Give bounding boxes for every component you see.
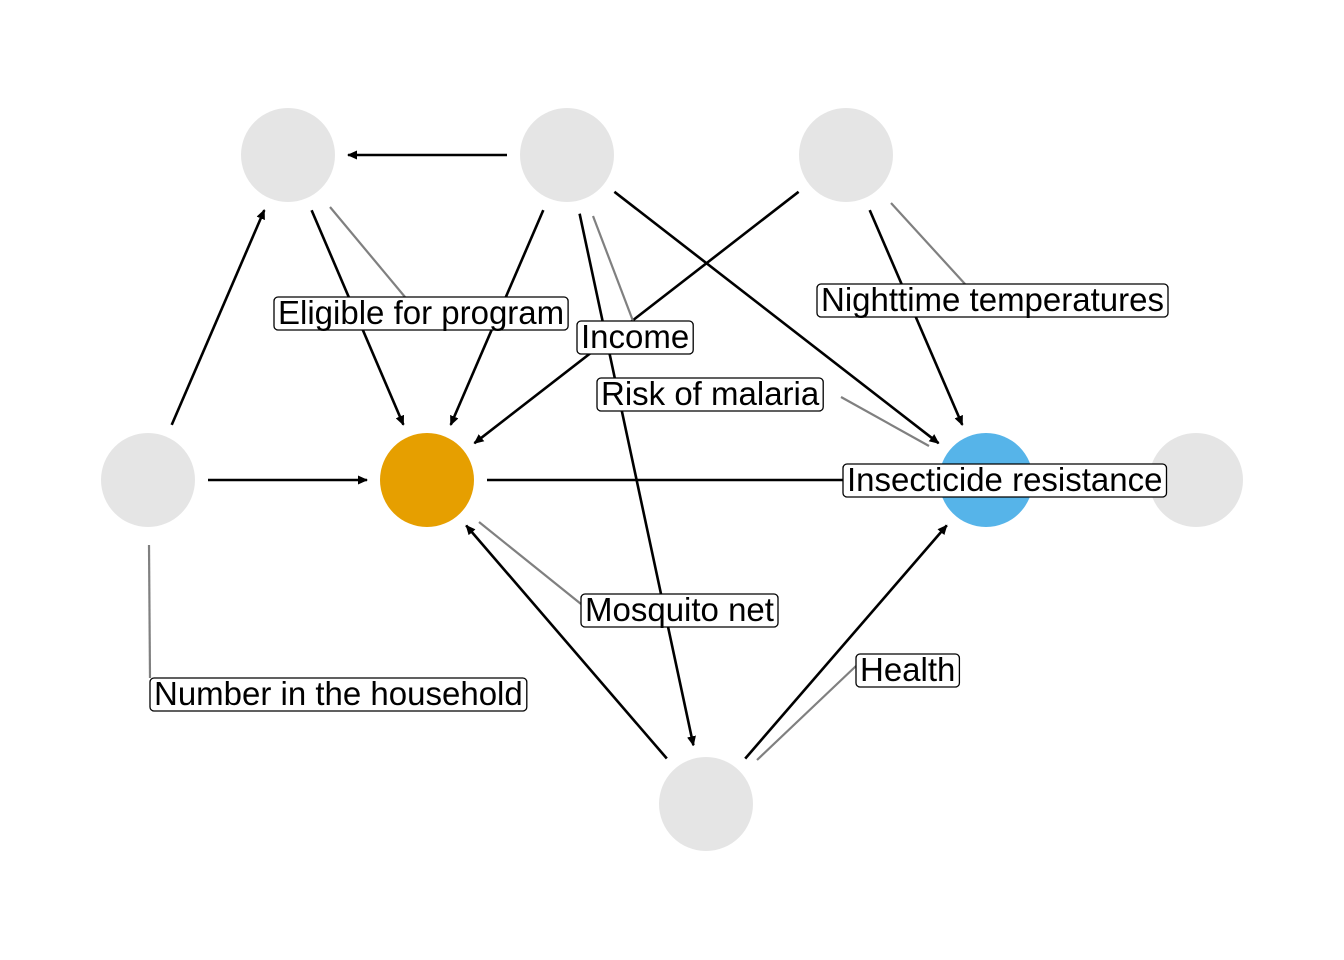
leader-temperature [890, 202, 966, 285]
node-resistance[interactable] [1149, 433, 1243, 527]
leader-malaria [840, 396, 930, 447]
node-net[interactable] [380, 433, 474, 527]
node-eligible[interactable] [241, 108, 335, 202]
edge-health-to-malaria [744, 524, 948, 760]
leader-household [147, 544, 152, 679]
leader-net [478, 521, 582, 605]
leader-income [591, 215, 635, 322]
label-eligible: Eligible for program [273, 294, 569, 331]
label-box-health [855, 653, 961, 688]
nodes-layer [101, 108, 1243, 851]
edge-income-to-malaria [613, 190, 940, 445]
label-income: Income [576, 318, 694, 355]
leader-eligible [329, 206, 406, 298]
label-box-temperature [816, 283, 1169, 318]
label-text-temperature: Nighttime temperatures [821, 281, 1164, 318]
label-text-income: Income [581, 318, 689, 355]
node-health[interactable] [659, 757, 753, 851]
label-malaria: Risk of malaria [596, 375, 824, 412]
label-health: Health [855, 651, 961, 688]
label-box-household [149, 677, 528, 712]
edge-temperature-to-net [473, 190, 800, 445]
edge-health-to-net [465, 524, 668, 760]
label-temperature: Nighttime temperatures [816, 281, 1169, 318]
leaders-layer [147, 202, 966, 761]
node-income[interactable] [520, 108, 614, 202]
leader-health [756, 665, 857, 761]
label-text-household: Number in the household [154, 675, 523, 712]
node-household[interactable] [101, 433, 195, 527]
label-text-malaria: Risk of malaria [601, 375, 820, 412]
node-temperature[interactable] [799, 108, 893, 202]
label-text-health: Health [860, 651, 955, 688]
label-text-resistance: Insecticide resistance [847, 461, 1162, 498]
edge-household-to-eligible [170, 209, 266, 426]
label-resistance: Insecticide resistance [842, 461, 1168, 498]
label-net: Mosquito net [580, 591, 779, 628]
label-household: Number in the household [149, 675, 528, 712]
label-box-net [580, 593, 779, 628]
label-box-income [576, 320, 694, 355]
label-text-eligible: Eligible for program [278, 294, 564, 331]
label-box-malaria [596, 377, 824, 412]
label-box-eligible [273, 296, 569, 331]
label-text-net: Mosquito net [585, 591, 774, 628]
label-box-resistance [842, 463, 1168, 498]
